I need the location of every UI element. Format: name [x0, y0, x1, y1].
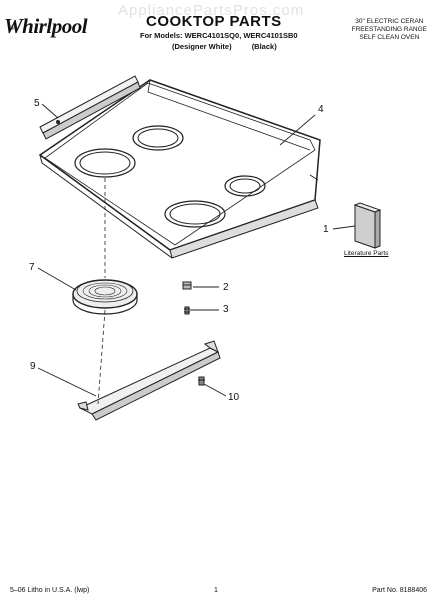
- clip-part: [182, 281, 192, 290]
- bracket-screw-part: [198, 376, 205, 386]
- desc-line-1: 30" ELECTRIC CERAN: [355, 18, 424, 25]
- callout-7: 7: [29, 262, 35, 273]
- assembly-guide-lines: [97, 178, 106, 405]
- leader-lines: [37, 103, 356, 397]
- desc-line-2: FREESTANDING RANGE: [351, 26, 427, 33]
- literature-booklet-part: [353, 202, 382, 249]
- callout-10: 10: [228, 392, 240, 403]
- rear-trim-part: [39, 75, 141, 140]
- callout-1: 1: [323, 224, 329, 235]
- literature-parts-label: Literature Parts: [344, 250, 389, 257]
- whirlpool-logo: ® Whirlpool: [4, 14, 88, 39]
- callout-2: 2: [223, 282, 229, 293]
- logo-superscript: ®: [10, 26, 14, 32]
- footer-part-number: Part No. 8188406: [372, 587, 427, 594]
- desc-line-3: SELF CLEAN OVEN: [359, 34, 420, 41]
- models-line: For Models: WERC4101SQ0, WERC4101SB0: [140, 31, 298, 40]
- variant-black: (Black): [251, 42, 277, 51]
- watermark-text: AppliancePartsPros.com: [118, 2, 305, 19]
- cooktop-glass-part: [38, 79, 321, 259]
- screw-part: [184, 306, 190, 315]
- callout-3: 3: [223, 304, 229, 315]
- page-title: COOKTOP PARTS: [146, 13, 282, 30]
- footer-page-number: 1: [214, 587, 218, 594]
- footer-litho: 5–06 Litho in U.S.A. (lwp): [10, 587, 90, 594]
- callout-4: 4: [318, 104, 324, 115]
- logo-text: Whirlpool: [4, 14, 88, 38]
- product-description: 30" ELECTRIC CERAN FREESTANDING RANGE SE…: [352, 18, 427, 42]
- variant-white: (Designer White): [172, 42, 232, 51]
- variants-line: (Designer White) (Black): [172, 42, 295, 51]
- heating-element-part: [72, 279, 138, 315]
- callout-9: 9: [30, 361, 36, 372]
- support-bracket-part: [77, 340, 221, 421]
- callout-5: 5: [34, 98, 40, 109]
